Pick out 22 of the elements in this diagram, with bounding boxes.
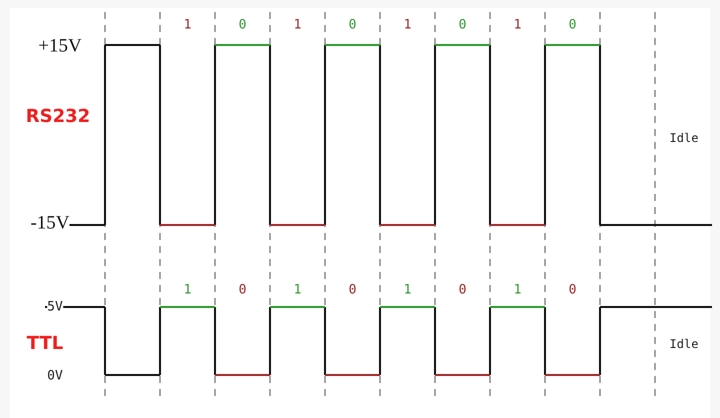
bit-label: 0 (238, 18, 246, 32)
bit-label: 1 (514, 18, 522, 32)
signal-name: RS232 (26, 108, 90, 126)
signal-name: TTL (26, 335, 64, 353)
bit-label: 1 (184, 18, 192, 32)
bit-label: 0 (348, 18, 356, 32)
voltage-label: 5V (47, 300, 63, 314)
bit-label: 1 (184, 284, 192, 296)
voltage-label: 0V (47, 370, 63, 382)
bit-label: 0 (568, 18, 576, 32)
bit-label: 1 (514, 284, 522, 296)
bit-label: 0 (568, 284, 576, 296)
bit-label: 0 (458, 284, 466, 296)
bit-label: 1 (294, 284, 302, 296)
bit-label: 0 (348, 284, 356, 296)
bit-label: 1 (404, 284, 412, 296)
bit-label: 1 (294, 18, 302, 32)
state-label: Idle (670, 338, 698, 350)
bit-label: 0 (238, 284, 246, 296)
bit-label: 1 (404, 18, 412, 32)
state-label: Idle (670, 132, 698, 144)
bit-label: 0 (458, 18, 466, 32)
